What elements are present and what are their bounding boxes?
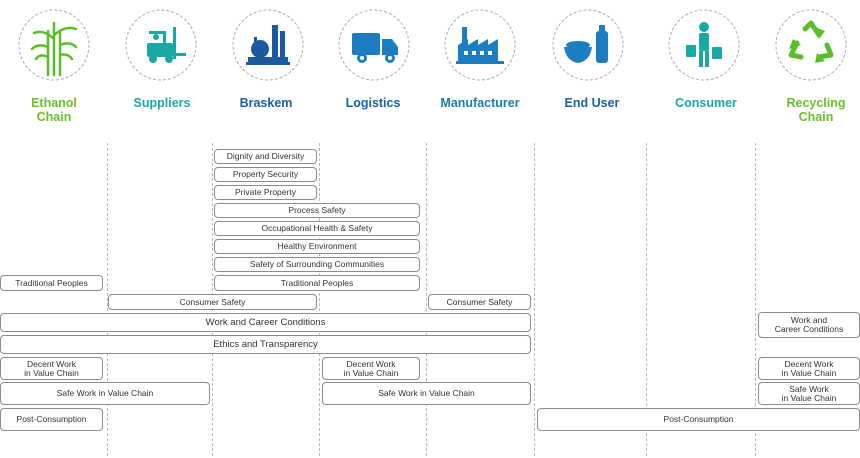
topic-consumer-safety: Consumer Safety: [108, 294, 317, 310]
topic-safe-work-in-value-chain: Safe Work in Value Chain: [758, 382, 860, 405]
refinery-icon: [232, 9, 304, 81]
topic-work-and-career-conditions: Work and Career Conditions: [758, 312, 860, 338]
stage-label-recycling-chain: Recycling Chain: [786, 96, 846, 124]
stage-label-braskem: Braskem: [239, 96, 293, 110]
topic-post-consumption: Post-Consumption: [537, 408, 860, 431]
topic-traditional-peoples: Traditional Peoples: [214, 275, 420, 291]
stage-label-manufacturer: Manufacturer: [440, 96, 520, 110]
topic-safe-work-in-value-chain: Safe Work in Value Chain: [322, 382, 531, 405]
recycle-icon: [775, 9, 847, 81]
topic-ethics-and-transparency: Ethics and Transparency: [0, 335, 531, 354]
topic-property-security: Property Security: [214, 167, 317, 182]
topic-traditional-peoples: Traditional Peoples: [0, 275, 103, 291]
column-divider: [319, 143, 320, 456]
topic-private-property: Private Property: [214, 185, 317, 200]
topic-decent-work-in-value-chain: Decent Work in Value Chain: [0, 357, 103, 380]
stage-label-ethanol-chain: Ethanol Chain: [31, 96, 77, 124]
topic-work-and-career-conditions: Work and Career Conditions: [0, 313, 531, 332]
column-divider: [107, 143, 108, 456]
column-divider: [426, 143, 427, 456]
shopper-icon: [668, 9, 740, 81]
truck-icon: [338, 9, 410, 81]
topic-safety-of-surrounding-communities: Safety of Surrounding Communities: [214, 257, 420, 272]
factory-icon: [444, 9, 516, 81]
topic-process-safety: Process Safety: [214, 203, 420, 218]
stage-label-end-user: End User: [564, 96, 620, 110]
bowl-bottle-icon: [552, 9, 624, 81]
column-divider: [646, 143, 647, 456]
column-divider: [534, 143, 535, 456]
forklift-icon: [125, 9, 197, 81]
topic-safe-work-in-value-chain: Safe Work in Value Chain: [0, 382, 210, 405]
topic-dignity-and-diversity: Dignity and Diversity: [214, 149, 317, 164]
topic-healthy-environment: Healthy Environment: [214, 239, 420, 254]
stage-label-suppliers: Suppliers: [133, 96, 191, 110]
topic-post-consumption: Post-Consumption: [0, 408, 103, 431]
stage-label-logistics: Logistics: [345, 96, 401, 110]
topic-decent-work-in-value-chain: Decent Work in Value Chain: [758, 357, 860, 380]
topic-consumer-safety: Consumer Safety: [428, 294, 531, 310]
column-divider: [755, 143, 756, 456]
stage-label-consumer: Consumer: [675, 96, 737, 110]
topic-decent-work-in-value-chain: Decent Work in Value Chain: [322, 357, 420, 380]
topic-occupational-health-safety: Occupational Health & Safety: [214, 221, 420, 236]
sugarcane-icon: [18, 9, 90, 81]
